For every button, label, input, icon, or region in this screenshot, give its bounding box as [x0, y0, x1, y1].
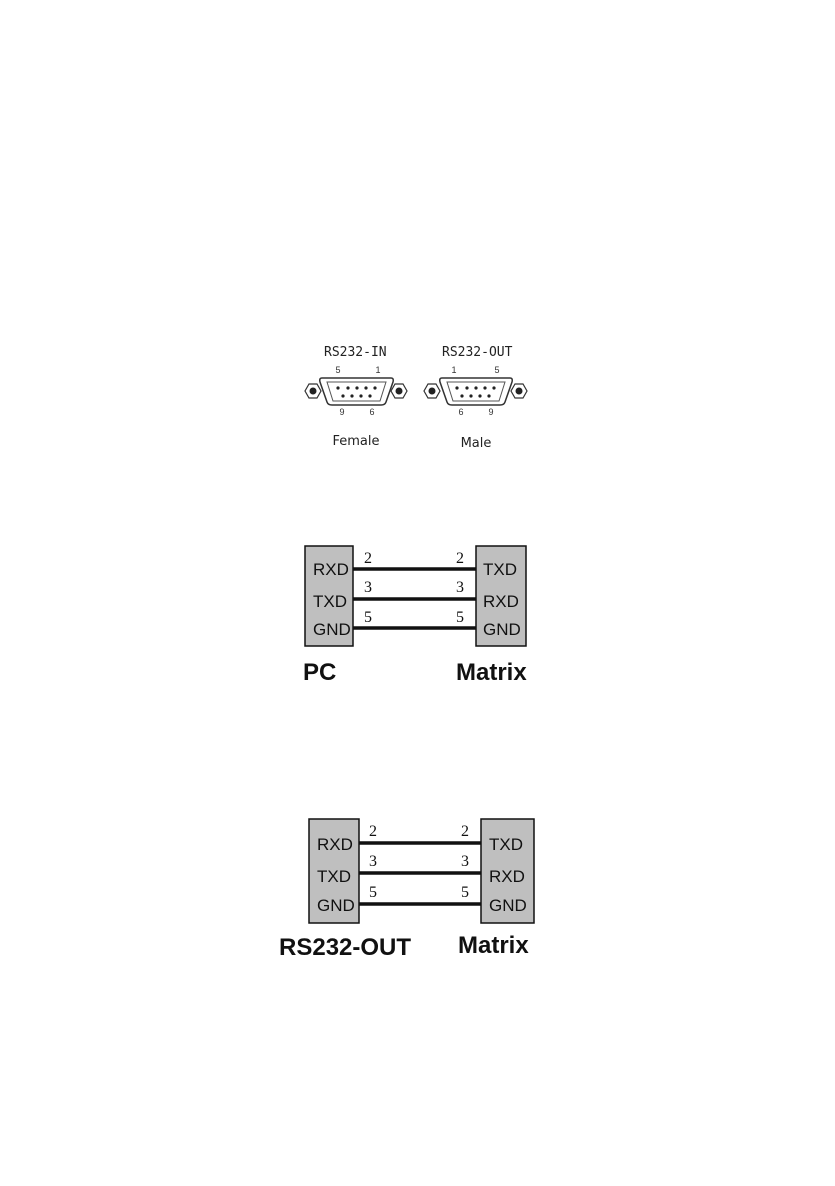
- matrix2-pin-gnd: GND: [489, 896, 527, 915]
- wire-2-right-label: 2: [461, 823, 469, 840]
- screw-right-icon: [511, 384, 527, 398]
- wire-3-left-label: 3: [369, 853, 377, 870]
- pc-pin-gnd: GND: [313, 620, 351, 639]
- matrix2-pin-txd: TXD: [489, 835, 523, 854]
- screw-right-icon: [391, 384, 407, 398]
- matrix-pin-rxd: RXD: [483, 592, 519, 611]
- rs232-in-pin-6: 6: [369, 407, 374, 417]
- wire-3-right-label: 3: [456, 579, 464, 596]
- wire-5-left-label: 5: [369, 884, 377, 901]
- wire-5-right-label: 5: [456, 609, 464, 626]
- matrix2-device-label: Matrix: [458, 932, 529, 959]
- wiring-diagram-pc-matrix: RXD TXD GND TXD RXD GND 2 3 5 2 3 5 PC M…: [303, 546, 527, 686]
- matrix-pin-gnd: GND: [483, 620, 521, 639]
- pc-device-label: PC: [303, 659, 336, 686]
- rs232-in-connector: RS232-IN 5 1 9 6 Female: [305, 345, 407, 449]
- out-pin-rxd: RXD: [317, 835, 353, 854]
- rs232-out-pin-9: 9: [488, 407, 493, 417]
- rs232-in-pin-1: 1: [375, 365, 380, 375]
- rs232-out-pin-6: 6: [458, 407, 463, 417]
- wire-2-right-label: 2: [456, 550, 464, 567]
- wire-3-right-label: 3: [461, 853, 469, 870]
- rs232-in-title: RS232-IN: [324, 345, 387, 360]
- wire-2-left-label: 2: [364, 550, 372, 567]
- wire-5-left-label: 5: [364, 609, 372, 626]
- rs232-out-device-label: RS232-OUT: [279, 934, 411, 961]
- matrix2-pin-rxd: RXD: [489, 867, 525, 886]
- rs232-in-pin-9: 9: [339, 407, 344, 417]
- rs232-in-pin-5: 5: [335, 365, 340, 375]
- rs232-out-gender: Male: [461, 436, 492, 451]
- wire-2-left-label: 2: [369, 823, 377, 840]
- matrix-device-label: Matrix: [456, 659, 527, 686]
- wiring-diagram-out-matrix: RXD TXD GND TXD RXD GND 2 3 5 2 3 5 RS23…: [279, 819, 534, 961]
- out-pin-gnd: GND: [317, 896, 355, 915]
- screw-left-icon: [424, 384, 440, 398]
- rs232-in-gender: Female: [332, 434, 379, 449]
- rs232-out-connector: RS232-OUT 1 5 6 9 Male: [424, 345, 527, 451]
- wire-3-left-label: 3: [364, 579, 372, 596]
- rs232-out-pin-1: 1: [451, 365, 456, 375]
- pc-pin-txd: TXD: [313, 592, 347, 611]
- pc-pin-rxd: RXD: [313, 560, 349, 579]
- screw-left-icon: [305, 384, 321, 398]
- matrix-pin-txd: TXD: [483, 560, 517, 579]
- wire-5-right-label: 5: [461, 884, 469, 901]
- out-pin-txd: TXD: [317, 867, 351, 886]
- rs232-out-title: RS232-OUT: [442, 345, 513, 360]
- rs232-out-pin-5: 5: [494, 365, 499, 375]
